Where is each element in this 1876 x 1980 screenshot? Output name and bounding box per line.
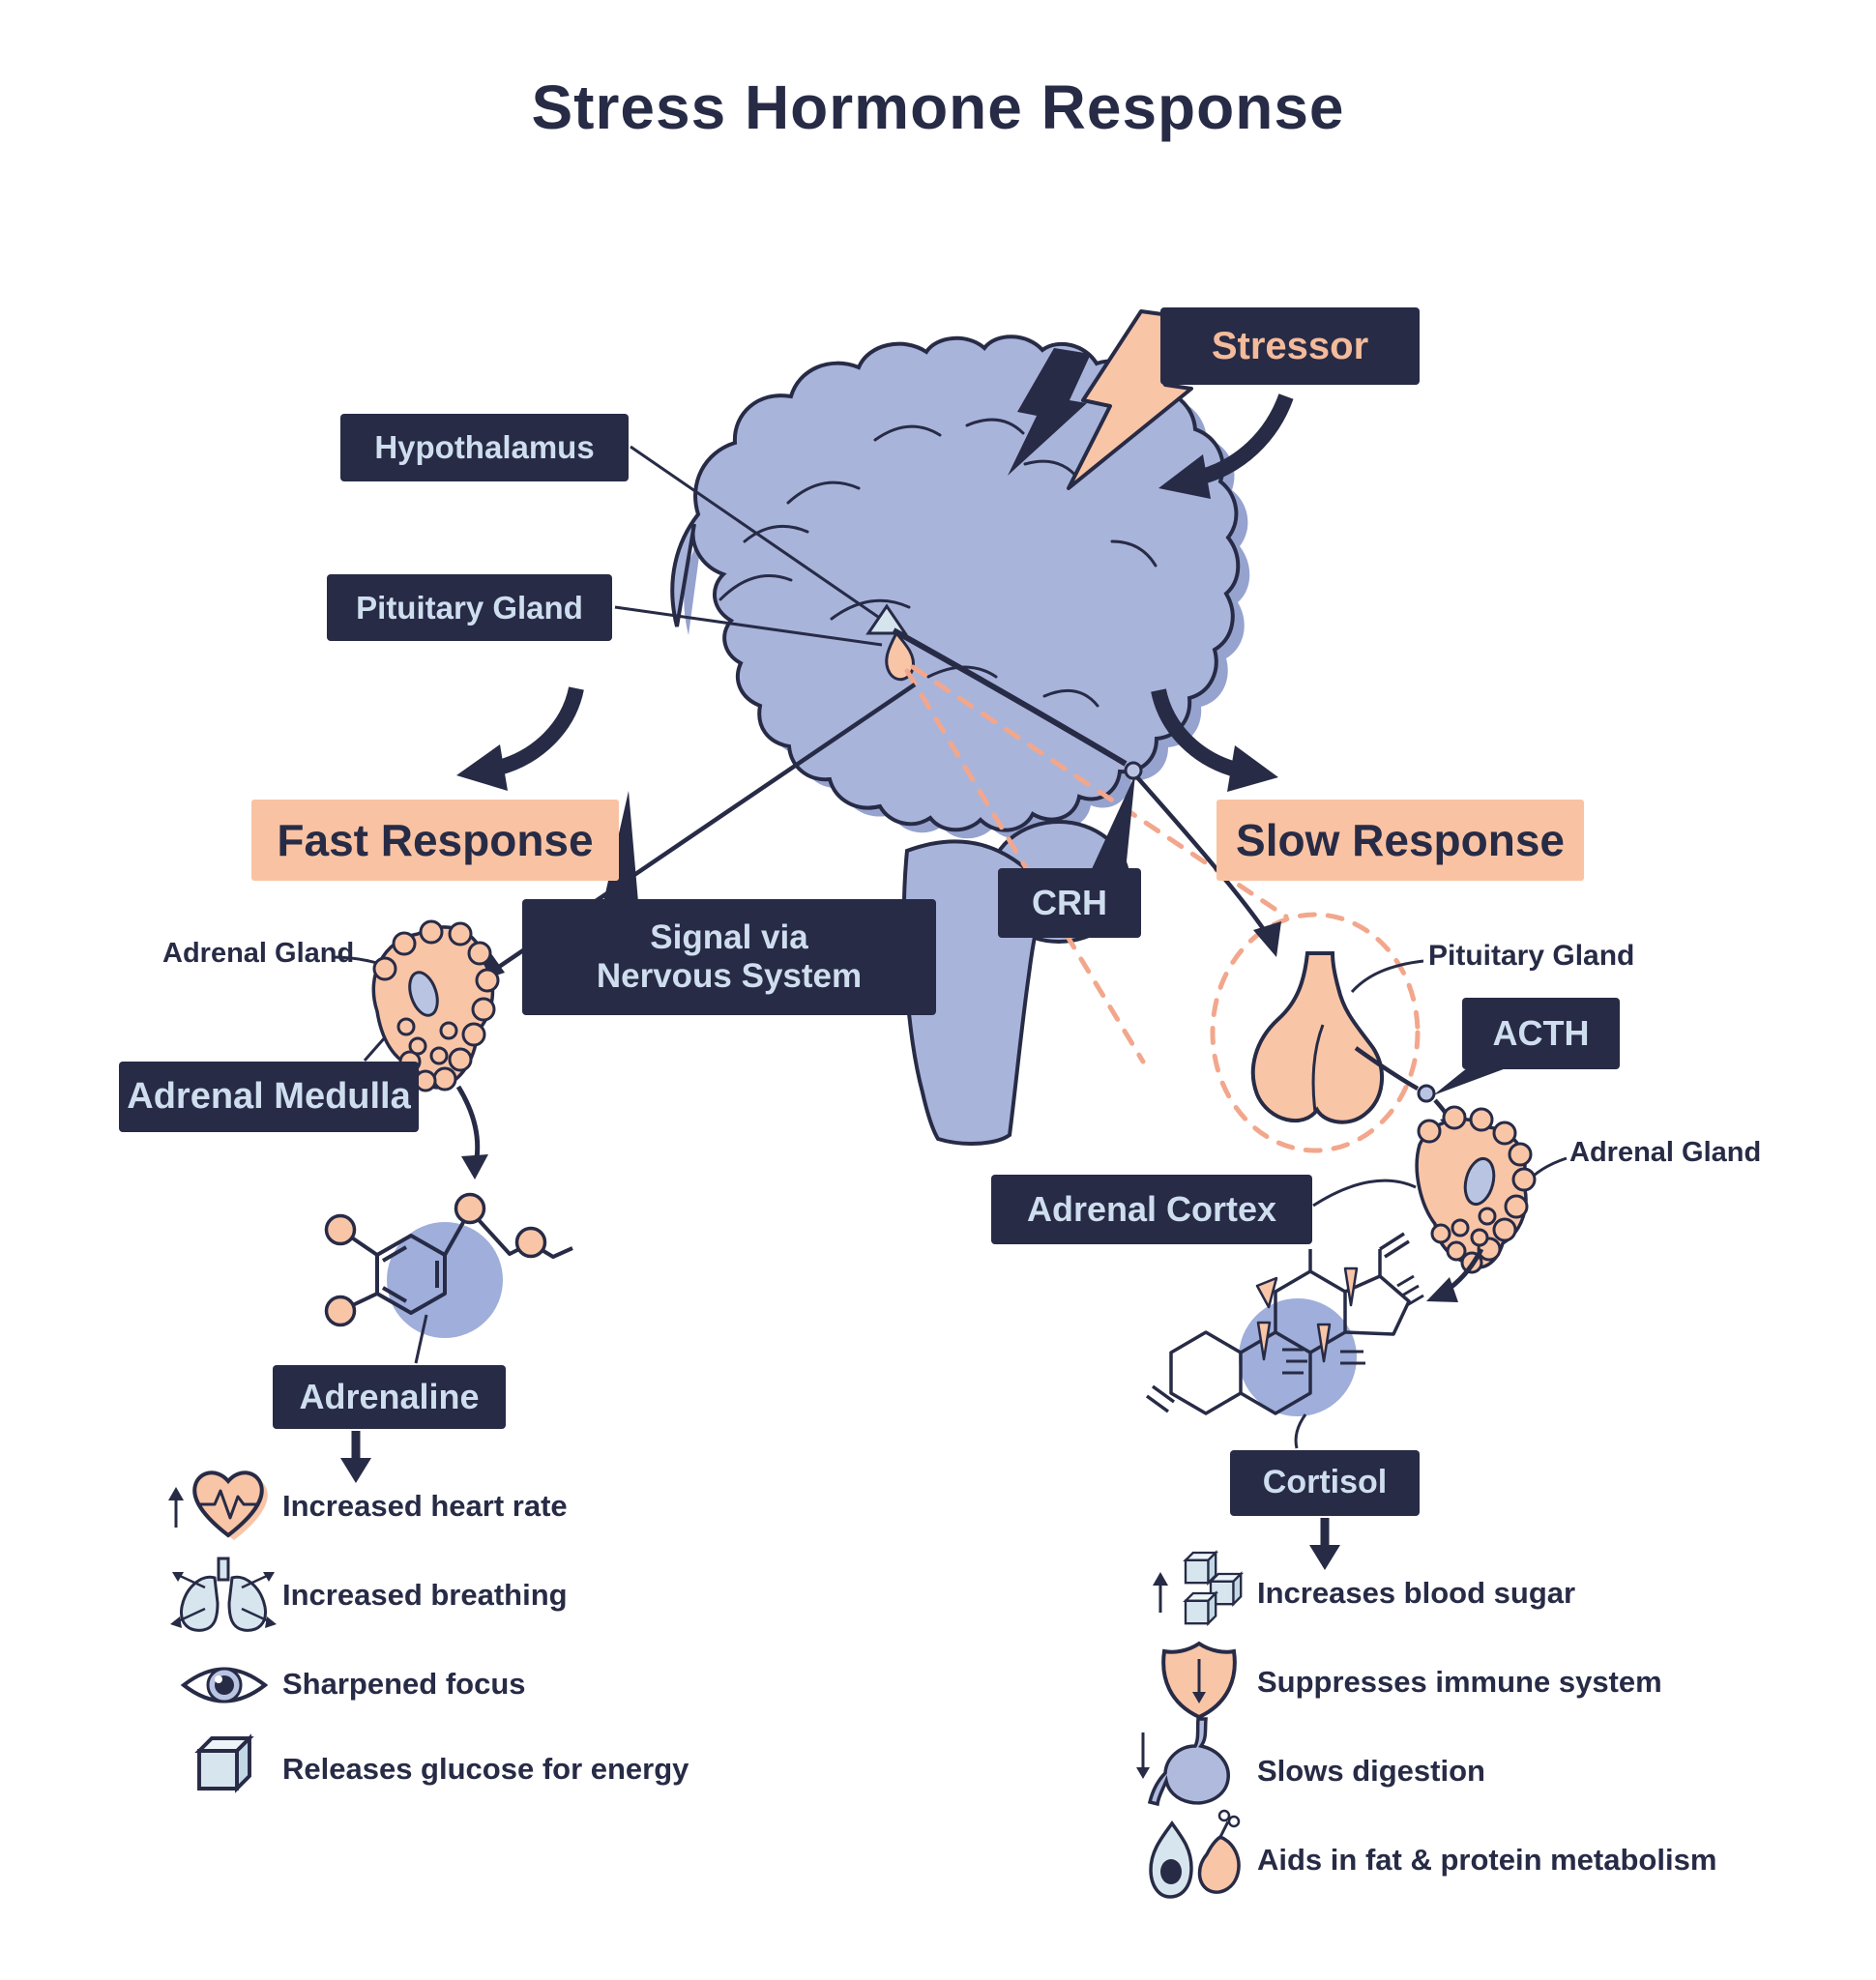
fast-response-heading: Fast Response — [251, 800, 619, 881]
stomach-icon — [1136, 1717, 1230, 1807]
pituitary-left-pointer-line — [614, 605, 883, 647]
acth-path — [1354, 1046, 1509, 1140]
adrenaline-pointer-line — [414, 1314, 428, 1364]
blood-sugar-icon — [1153, 1551, 1243, 1625]
pituitary-gland-left-label: Pituitary Gland — [327, 574, 612, 641]
navy-lightning-icon — [1008, 348, 1091, 476]
adrenal-cortex-pointer-line — [1312, 1179, 1417, 1208]
adrenaline-label: Adrenaline — [273, 1365, 506, 1429]
stressor-label: Stressor — [1160, 307, 1420, 385]
crh-callout-tail — [1091, 774, 1135, 871]
pituitary-gland-right-label: Pituitary Gland — [1428, 940, 1635, 972]
page-title: Stress Hormone Response — [531, 73, 1345, 142]
fast-effect-label-2: Increased breathing — [282, 1578, 568, 1612]
slow-effect-label-1: Increases blood sugar — [1257, 1576, 1576, 1610]
acth-callout-tail — [1433, 1067, 1509, 1095]
slow-effect-label-2: Suppresses immune system — [1257, 1665, 1662, 1699]
hypothalamus-marker — [865, 603, 908, 635]
fat-protein-icon — [1149, 1809, 1241, 1899]
slow-response-heading: Slow Response — [1216, 800, 1584, 881]
up-arrow-icon — [168, 1487, 184, 1528]
eye-icon — [180, 1667, 269, 1703]
lungs-icon — [170, 1557, 277, 1632]
gland-to-adrenaline-arrow — [455, 1085, 488, 1179]
adrenal-medulla-label: Adrenal Medulla — [119, 1062, 419, 1132]
pituitary-gland-illustration — [1250, 951, 1424, 1124]
fast-response-arrow — [456, 686, 584, 791]
slow-effect-label-3: Slows digestion — [1257, 1754, 1485, 1788]
slow-effect-label-4: Aids in fat & protein metabolism — [1257, 1843, 1717, 1877]
fast-effect-label-4: Releases glucose for energy — [282, 1752, 689, 1786]
adrenal-gland-right-illustration — [1312, 1105, 1568, 1274]
pituitary-drop-marker — [885, 630, 916, 682]
adrenal-gland-right-label: Adrenal Gland — [1569, 1137, 1762, 1168]
slow-response-arrow — [1151, 688, 1278, 792]
pituitary-right-pointer-line — [1350, 959, 1424, 993]
adrenal-cortex-label: Adrenal Cortex — [991, 1175, 1312, 1244]
acth-node — [1417, 1084, 1436, 1103]
signal-line-2: Nervous System — [596, 957, 863, 995]
crh-label: CRH — [998, 868, 1141, 938]
glucose-cube-icon — [197, 1736, 251, 1791]
adrenaline-down-arrow — [340, 1431, 371, 1483]
adrenaline-molecule — [324, 1192, 573, 1364]
cortisol-label: Cortisol — [1230, 1450, 1420, 1516]
hypothalamus-label: Hypothalamus — [340, 414, 629, 481]
crh-node — [1124, 761, 1143, 780]
fast-effect-label-3: Sharpened focus — [282, 1667, 526, 1701]
signal-via-nervous-system-label: Signal via Nervous System — [522, 899, 936, 1015]
stressor-arrow — [1158, 393, 1294, 499]
immune-shield-icon — [1161, 1641, 1237, 1720]
gland-to-cortisol-arrow — [1426, 1247, 1484, 1302]
brain-illustration — [670, 335, 1250, 1146]
adrenal-gland-left-illustration — [332, 919, 500, 1092]
fast-effect-label-1: Increased heart rate — [282, 1489, 568, 1523]
signal-line-1: Signal via — [650, 917, 808, 956]
hypothalamus-pointer-line — [630, 445, 879, 619]
cortisol-down-arrow — [1309, 1518, 1340, 1570]
cortisol-pointer-line — [1294, 1413, 1307, 1449]
adrenal-gland-left-label: Adrenal Gland — [162, 938, 355, 969]
acth-label: ACTH — [1462, 998, 1620, 1069]
heart-rate-icon — [192, 1470, 268, 1540]
cortisol-molecule — [1145, 1232, 1424, 1449]
crh-path — [892, 627, 1281, 957]
